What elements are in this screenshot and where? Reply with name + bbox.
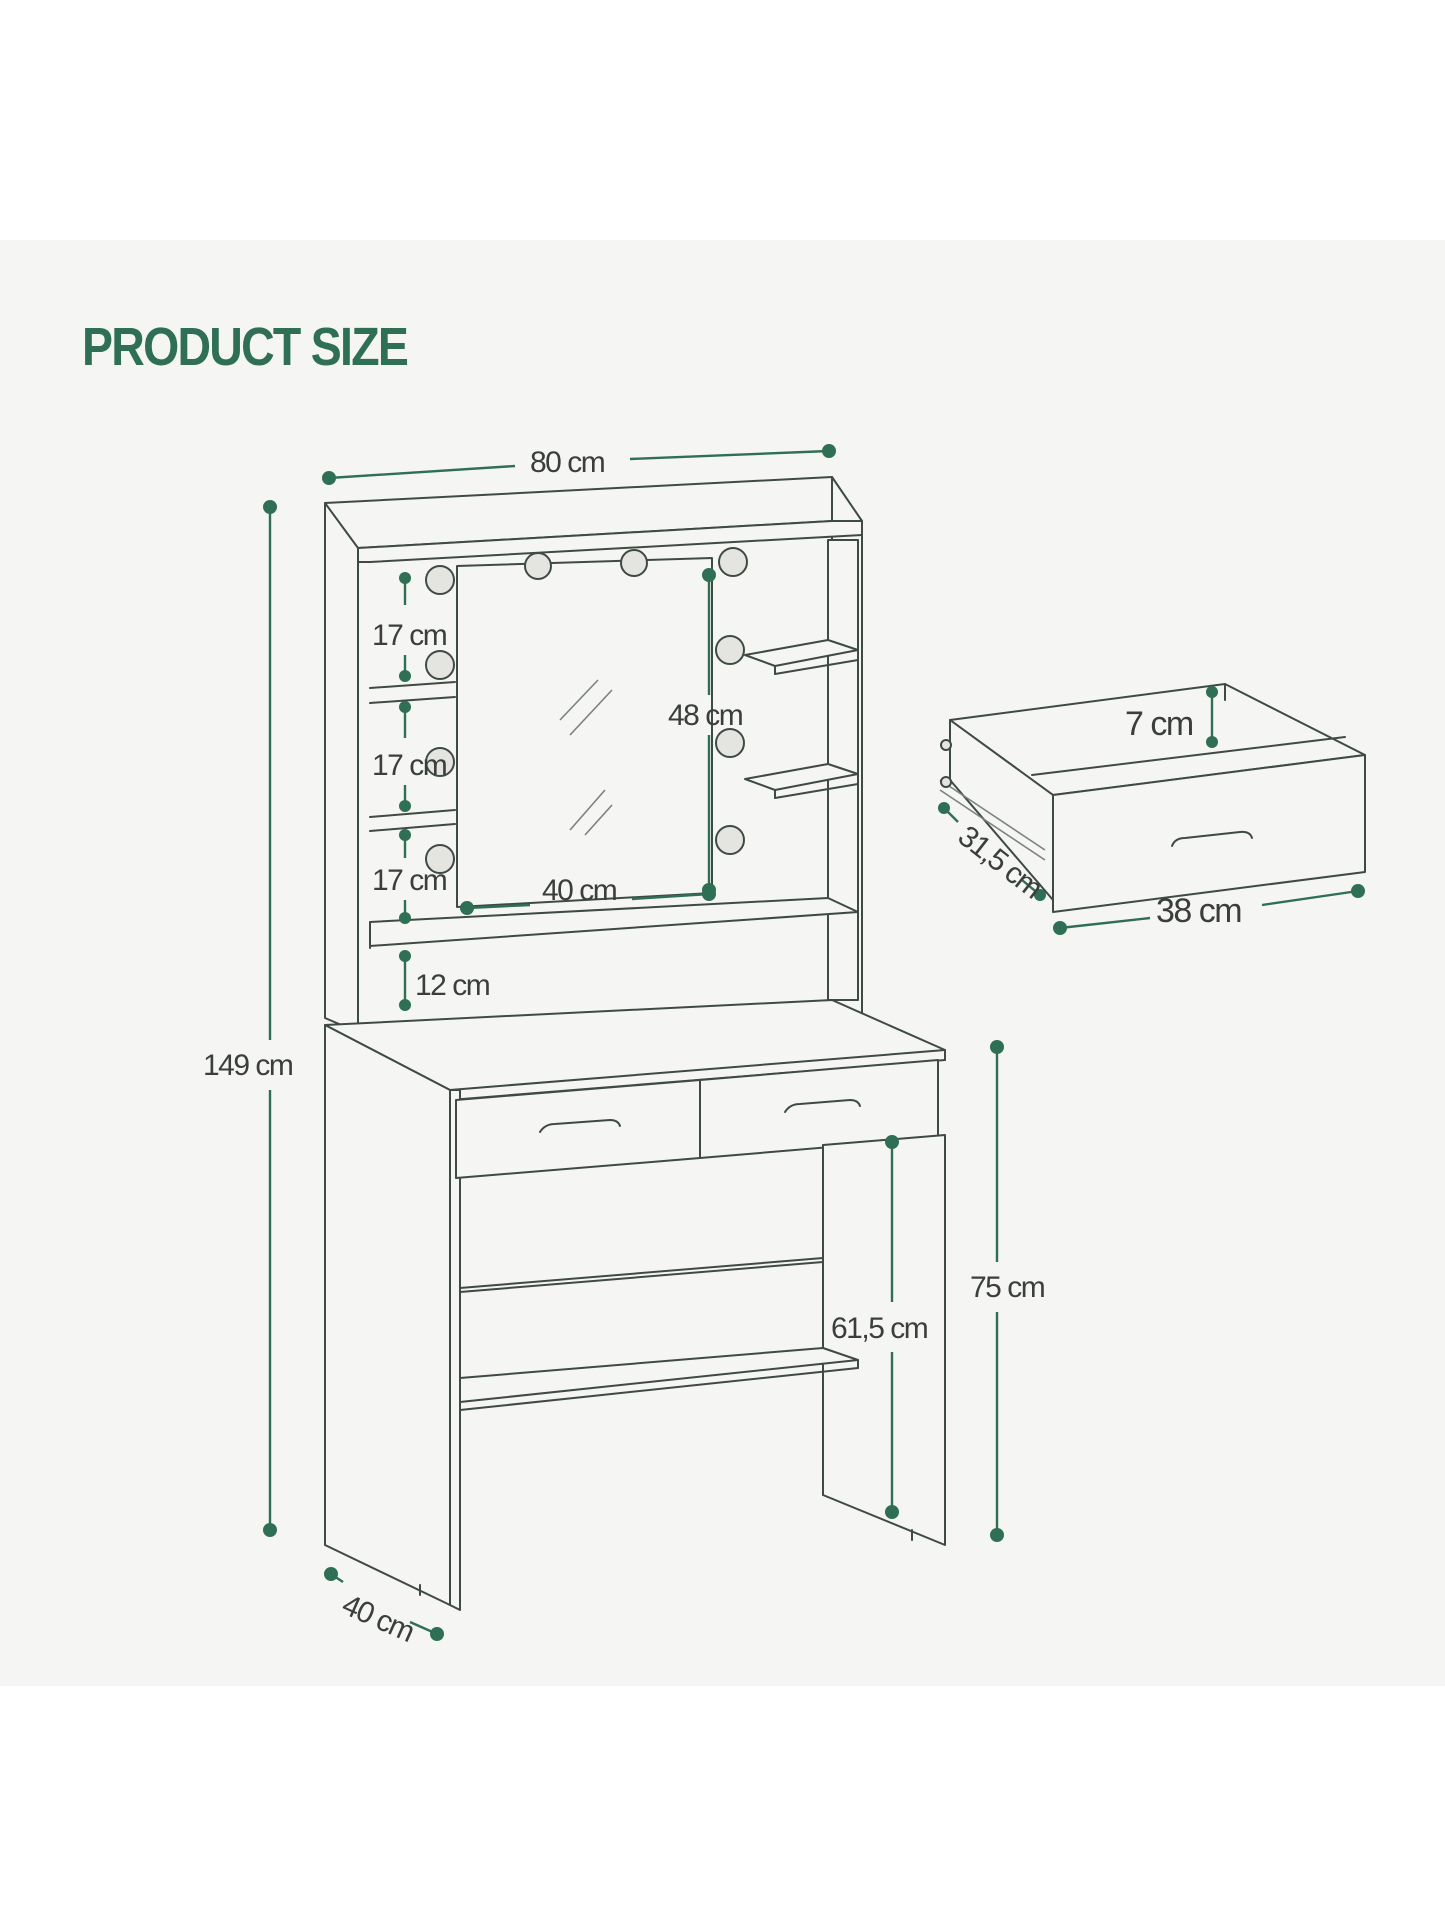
background-panel [0,240,1445,1686]
bulb [425,565,455,595]
label-shelf-3: 17 cm [372,864,447,897]
page-title: PRODUCT SIZE [82,317,409,377]
desk-drawer-left [455,1079,701,1179]
bulb [524,552,552,580]
bulb [425,844,455,874]
vanity-illustration [324,476,946,1611]
drawer-front [1052,754,1366,913]
label-depth: 40 cm [337,1588,419,1649]
dimension-lines [263,444,1365,1641]
bulb [715,825,745,855]
bulb [620,549,648,577]
label-legroom-height: 61,5 cm [831,1312,928,1345]
right-shelf-2 [744,763,859,791]
label-drawer-height: 7 cm [1125,705,1193,743]
drawer-illustration [939,683,1366,913]
hutch-bottom-shelf [369,897,859,947]
bulb [715,635,745,665]
label-table-height: 75 cm [970,1271,1045,1304]
label-gap-above-desk: 12 cm [415,969,490,1002]
bulb [715,728,745,758]
bulb [425,650,455,680]
desk-shelf-back [459,1257,824,1293]
bulb [718,547,748,577]
label-mirror-height: 48 cm [668,699,743,732]
label-shelf-2: 17 cm [372,749,447,782]
label-total-width: 80 cm [530,446,605,479]
right-shelf-1 [744,639,859,667]
mirror [456,557,713,908]
label-drawer-width: 38 cm [1156,892,1241,930]
label-shelf-1: 17 cm [372,619,447,652]
label-total-height: 149 cm [203,1049,293,1082]
label-mirror-width: 40 cm [542,874,617,907]
bulb [425,747,455,777]
desk-left-panel [324,1024,451,1606]
